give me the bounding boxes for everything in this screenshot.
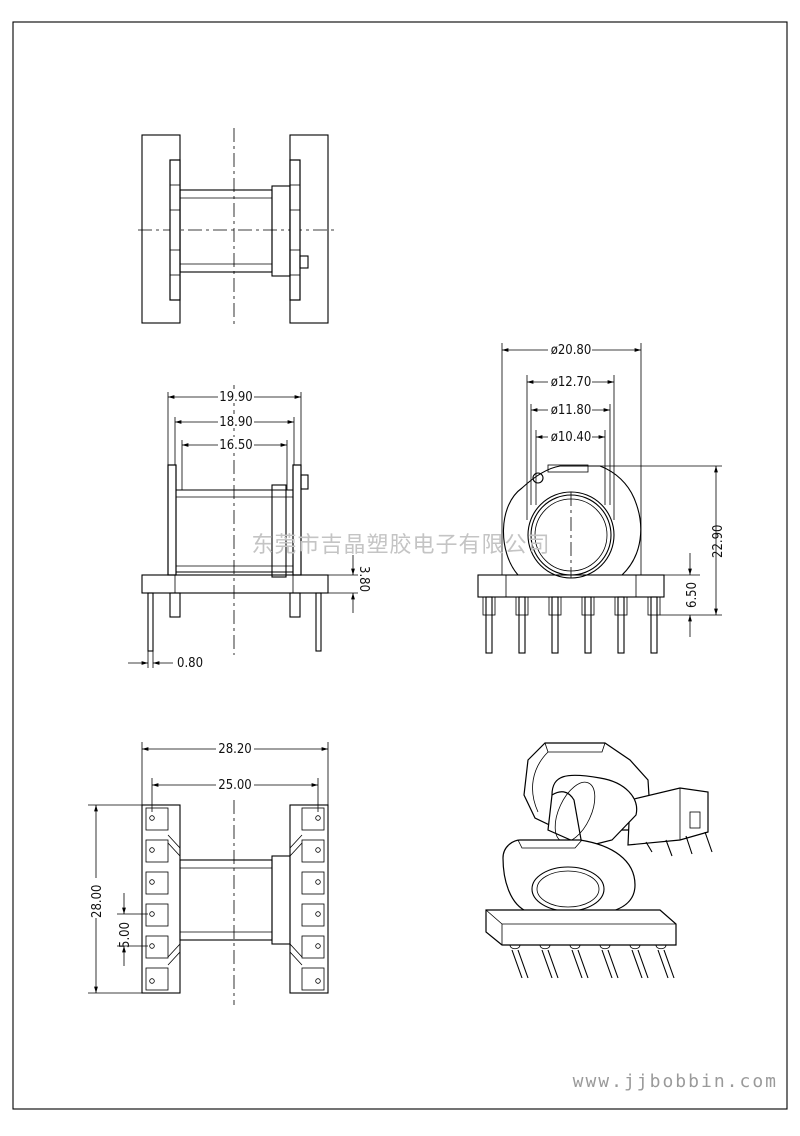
- dim-bore-outer: ø12.70: [551, 375, 592, 390]
- dim-base-width: 28.00: [90, 885, 105, 918]
- bottom-view: 28.20 25.00: [88, 741, 329, 1005]
- dim-3-80: 3.80: [356, 566, 371, 592]
- top-view: [138, 128, 338, 328]
- dim-pin-pitch: 5.00: [118, 922, 133, 948]
- dim-pin-length: 6.50: [685, 582, 700, 608]
- company-watermark: 东莞市吉晶塑胶电子有限公司: [251, 533, 550, 558]
- dim-0-80: 0.80: [177, 656, 203, 671]
- dim-pin-span: 25.00: [218, 778, 251, 793]
- dim-bore-mid: ø11.80: [551, 403, 592, 418]
- dim-18-90: 18.90: [219, 415, 252, 430]
- dim-16-50: 16.50: [219, 438, 252, 453]
- side-view: ø20.80 ø12.70 ø11.80 ø10.40: [477, 342, 726, 654]
- front-view: 19.90 18.90 16.50 3.80: [128, 385, 371, 671]
- dim-bore-inner: ø10.40: [551, 430, 592, 445]
- dim-overall-height: 22.90: [711, 525, 726, 558]
- website-url: www.jjbobbin.com: [573, 1071, 778, 1092]
- isometric-view: [485, 742, 713, 979]
- dim-base-length: 28.20: [218, 742, 251, 757]
- sheet-border: [12, 21, 788, 1110]
- dim-flange-diameter: ø20.80: [551, 343, 592, 358]
- dim-19-90: 19.90: [219, 390, 252, 405]
